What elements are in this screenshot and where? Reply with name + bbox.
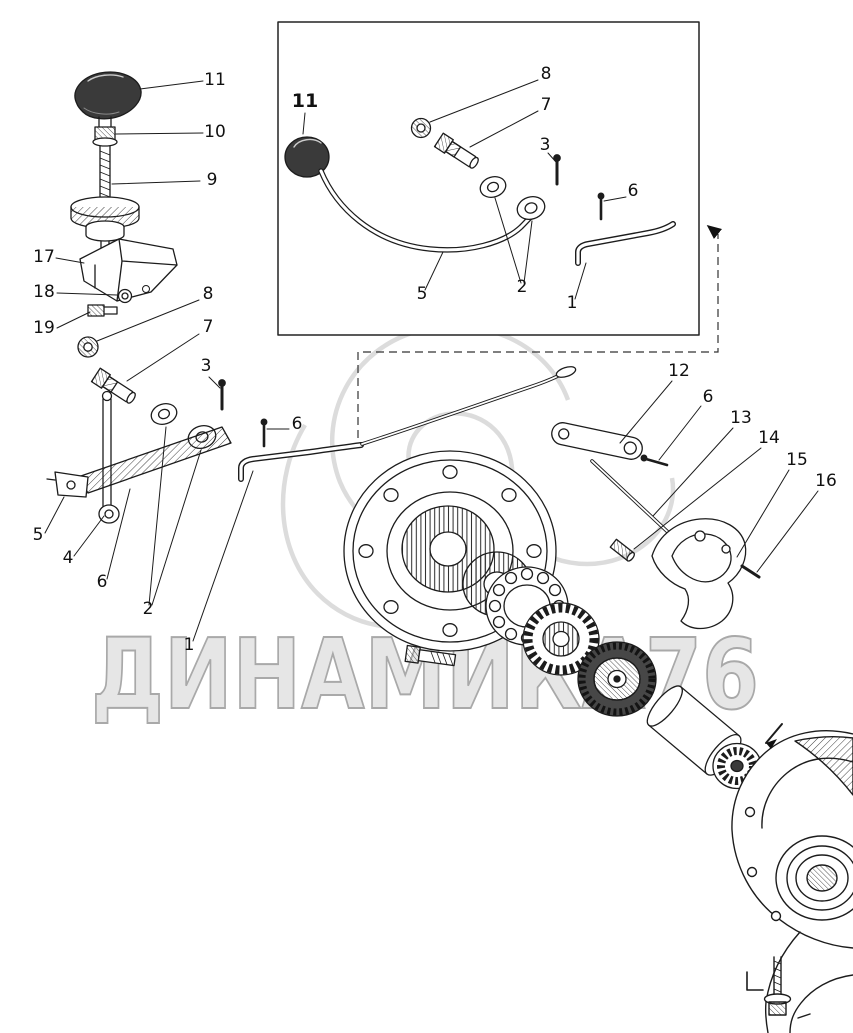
callout-label: 12 xyxy=(668,361,690,381)
flange-washer-stack xyxy=(70,196,140,267)
callout-label: 16 xyxy=(815,471,837,491)
callout-label: 7 xyxy=(203,317,214,337)
long-control-rod xyxy=(360,366,577,446)
part-10-nut xyxy=(92,116,118,147)
inset-part-7-fitting xyxy=(433,132,479,169)
inset-part-3-pin xyxy=(553,154,561,186)
callout-label: 2 xyxy=(517,277,528,297)
main-part-3-pin xyxy=(218,379,226,411)
callout-label: 5 xyxy=(33,525,44,545)
hub-gear-stack xyxy=(343,450,762,790)
callout-label: 5 xyxy=(417,284,428,304)
detail-region-outline xyxy=(357,234,719,438)
part-19-bolt xyxy=(87,304,118,317)
right-leader-lines xyxy=(619,380,819,573)
magnify-arrow xyxy=(706,225,722,239)
bell-crank-arm xyxy=(77,390,232,524)
callout-label: 3 xyxy=(201,356,212,376)
part-6-pin-right xyxy=(640,454,669,467)
callout-label: 6 xyxy=(628,181,639,201)
callout-label: 1 xyxy=(184,635,195,655)
main-part-6-pin xyxy=(260,418,268,448)
splined-drum xyxy=(577,641,657,717)
callout-label: 9 xyxy=(207,170,218,190)
callout-label: 14 xyxy=(758,428,780,448)
part-14-stud xyxy=(609,538,635,562)
callout-label: 18 xyxy=(33,282,55,302)
inset-part-8-locknut xyxy=(410,117,432,139)
part-17-bracket xyxy=(79,238,178,302)
inset-detail-view xyxy=(277,21,700,336)
callout-label: 7 xyxy=(541,95,552,115)
inset-part-11-knob xyxy=(284,136,330,178)
callout-label: 4 xyxy=(63,548,74,568)
inset-part-2-swivels xyxy=(479,176,546,220)
callout-label: 8 xyxy=(541,64,552,84)
part-9-threaded-rod xyxy=(99,145,111,201)
callout-label: 2 xyxy=(143,599,154,619)
part-18-washer xyxy=(117,288,133,304)
knob-lever-assembly xyxy=(55,71,204,329)
callout-label: 8 xyxy=(203,284,214,304)
callout-label: 10 xyxy=(204,122,226,142)
knob-leader-lines xyxy=(55,80,204,329)
part-15-shift-fork xyxy=(651,518,747,630)
part-11-knob xyxy=(74,71,142,120)
loose-bolt xyxy=(404,644,457,667)
callout-label: 6 xyxy=(703,387,714,407)
spur-gear xyxy=(522,602,600,676)
inset-part-1-lever xyxy=(575,221,676,266)
housing-stud-bolt xyxy=(763,956,792,1016)
housing-fragment xyxy=(731,723,853,1033)
callout-label: 1 xyxy=(567,293,578,313)
main-part-1-rod xyxy=(238,442,364,482)
main-linkage-assembly xyxy=(44,299,577,642)
callout-labels: 11 10 9 17 18 19 8 7 3 6 11 5 2 1 8 7 3 … xyxy=(33,64,837,655)
callout-label: 15 xyxy=(786,450,808,470)
callout-label: 6 xyxy=(97,572,108,592)
callout-label: 11 xyxy=(204,70,226,90)
callout-label: 3 xyxy=(540,135,551,155)
callout-label: 17 xyxy=(33,247,55,267)
corner-mark xyxy=(746,971,764,991)
callout-label: 6 xyxy=(292,414,303,434)
part-12-lever xyxy=(551,422,643,460)
main-part-5-bracket xyxy=(46,471,89,498)
fork-and-levers xyxy=(551,380,819,630)
housing-arrow xyxy=(765,723,783,749)
main-leader-lines xyxy=(44,299,290,642)
main-part-7-fitting xyxy=(90,367,136,404)
callout-label: 11 xyxy=(292,90,318,112)
part-16-pin xyxy=(740,564,761,579)
callout-label: 13 xyxy=(730,408,752,428)
inset-leader-lines xyxy=(302,79,627,300)
main-part-8-locknut xyxy=(77,336,99,358)
callout-label: 19 xyxy=(33,318,55,338)
inset-part-6-pin xyxy=(597,192,605,221)
